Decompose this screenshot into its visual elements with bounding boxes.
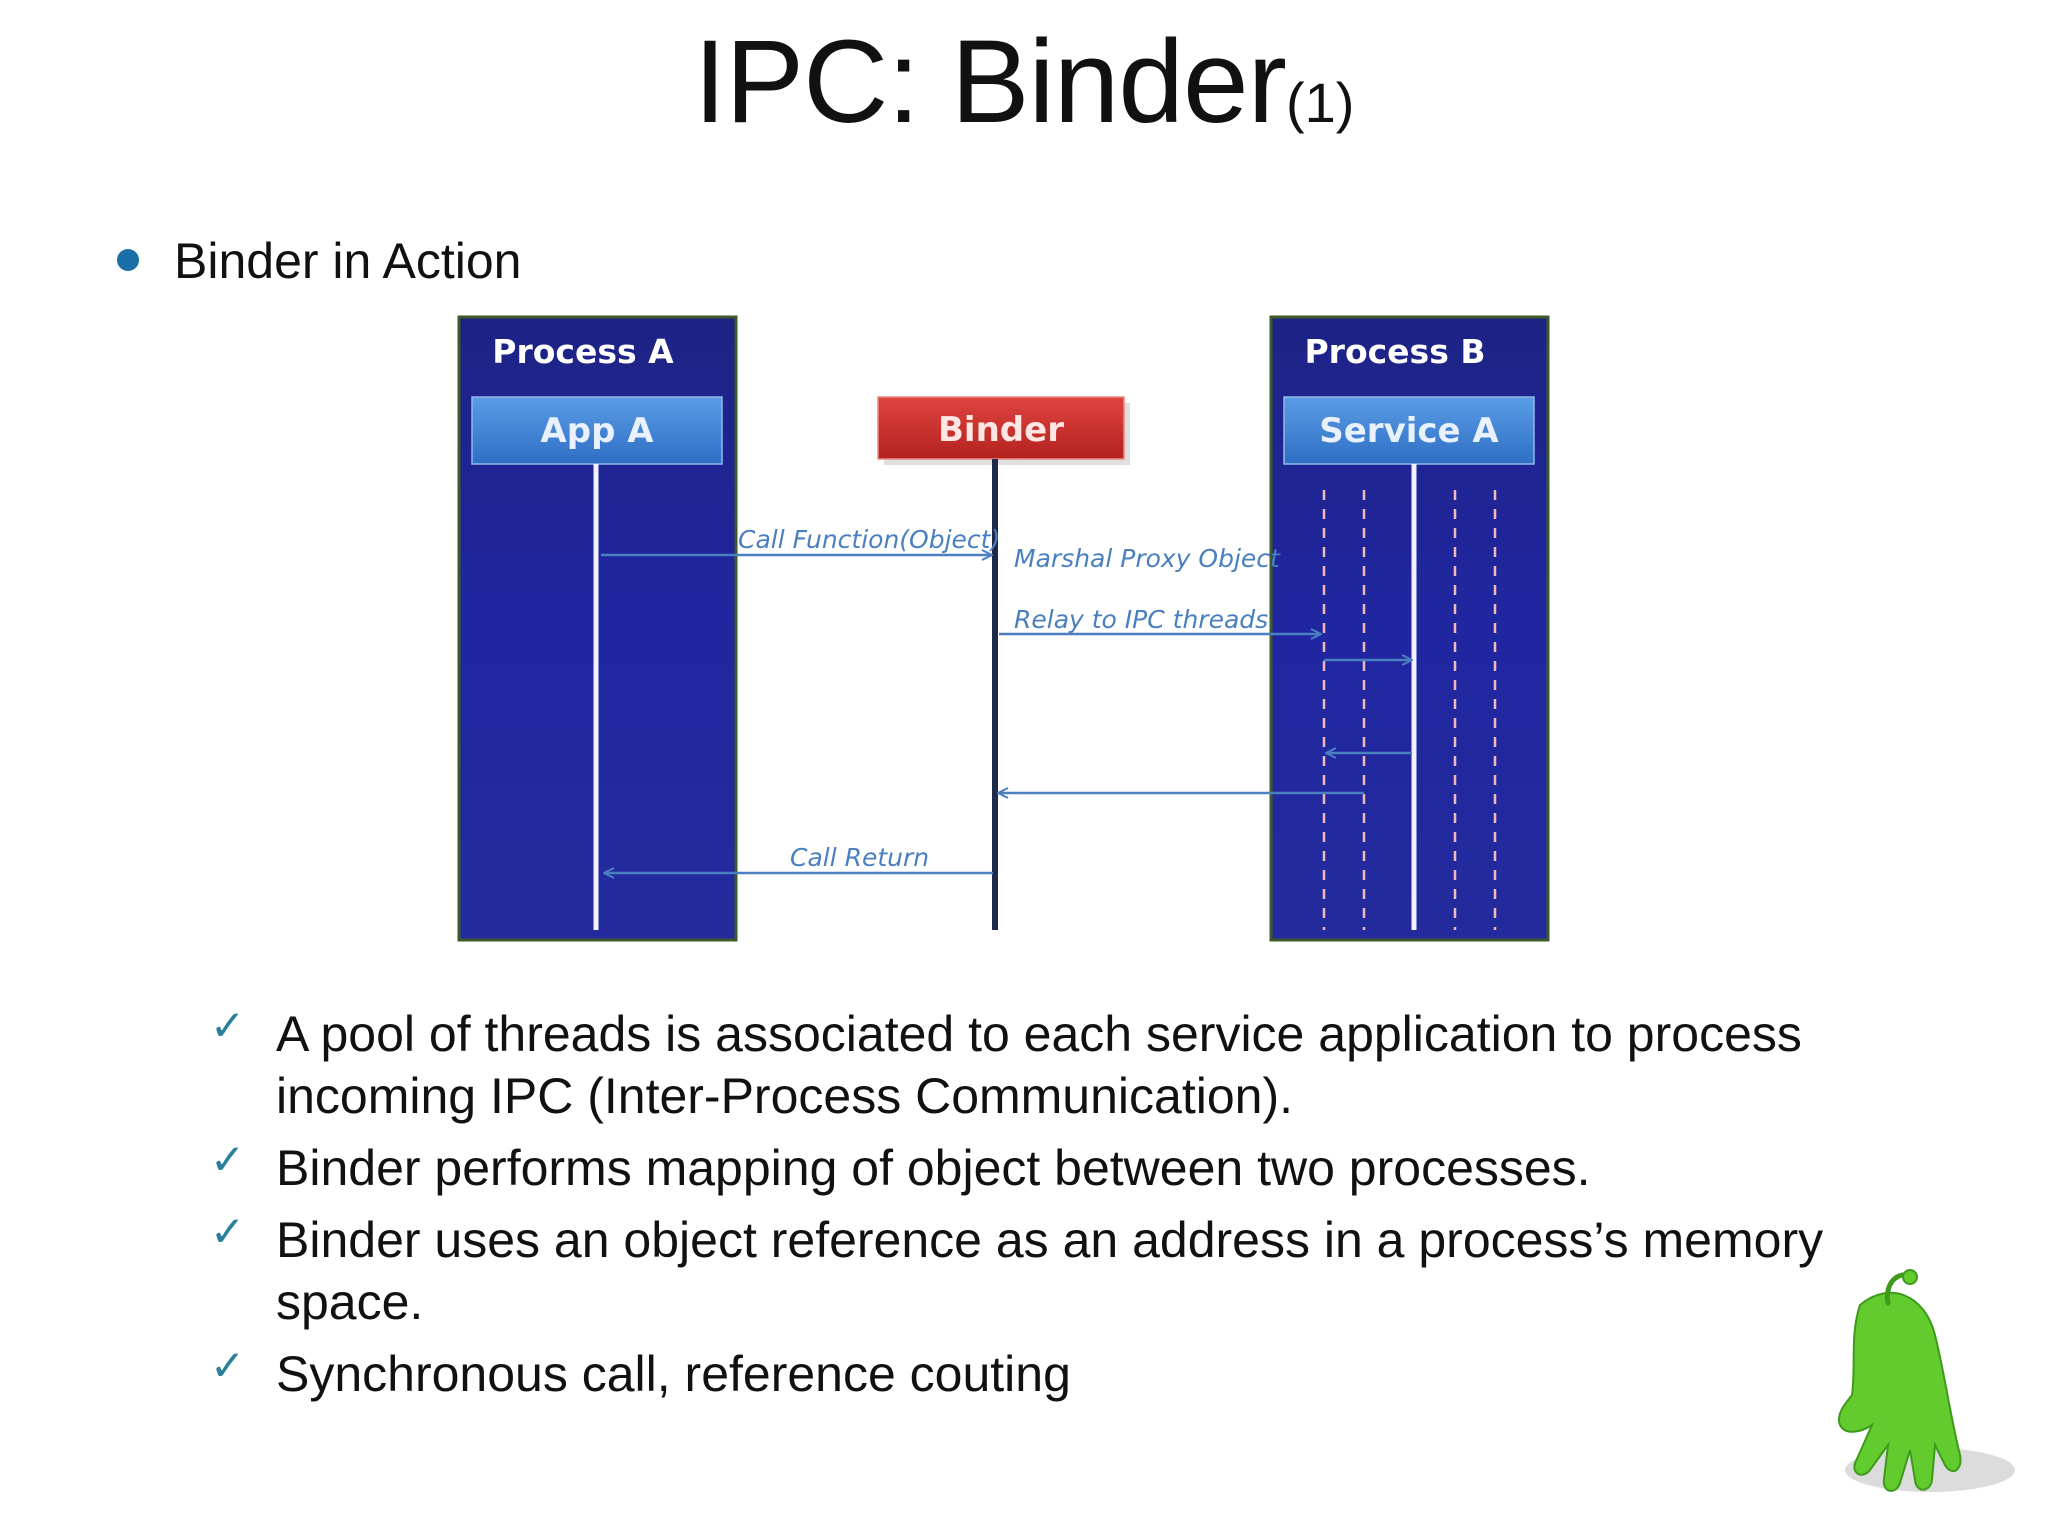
binder-box: Binder [877,396,1130,930]
check-item: ✓ A pool of threads is associated to eac… [200,1003,1920,1127]
app-a-label: App A [540,411,654,451]
checkmark-icon: ✓ [210,1208,246,1255]
check-item-text: Binder uses an object reference as an ad… [276,1212,1824,1330]
checkmark-icon: ✓ [210,1002,246,1049]
check-item: ✓ Binder performs mapping of object betw… [200,1137,1920,1199]
checkmark-icon: ✓ [210,1136,246,1183]
label-call-function: Call Function(Object) [738,525,1000,554]
check-item-text: Synchronous call, reference couting [276,1346,1071,1402]
process-a-title: Process A [492,332,674,371]
check-item-text: A pool of threads is associated to each … [276,1006,1802,1124]
process-b-title: Process B [1304,332,1485,371]
bullet-dot-icon [117,249,139,271]
slide-title-main: IPC: Binder [693,16,1287,148]
process-a-box: Process A App A [457,315,738,942]
check-item-text: Binder performs mapping of object betwee… [276,1140,1591,1196]
binder-label: Binder [938,410,1064,450]
label-marshal-proxy: Marshal Proxy Object [1014,544,1281,573]
ipc-thread-lines [1322,490,1497,930]
bullet-text: Binder in Action [174,233,522,289]
checklist: ✓ A pool of threads is associated to eac… [200,1003,1920,1405]
slide-title: IPC: Binder(1) [0,14,2048,150]
check-item: ✓ Synchronous call, reference couting [200,1343,1920,1405]
service-a-label: Service A [1319,411,1499,451]
label-call-return: Call Return [790,843,929,872]
slide-title-suffix: (1) [1285,71,1355,134]
label-relay-ipc: Relay to IPC threads [1014,605,1268,634]
android-mascot-icon [1838,1269,2015,1492]
process-b-box: Process B Service A [1269,315,1550,942]
check-item: ✓ Binder uses an object reference as an … [200,1209,1920,1333]
checkmark-icon: ✓ [210,1342,246,1389]
